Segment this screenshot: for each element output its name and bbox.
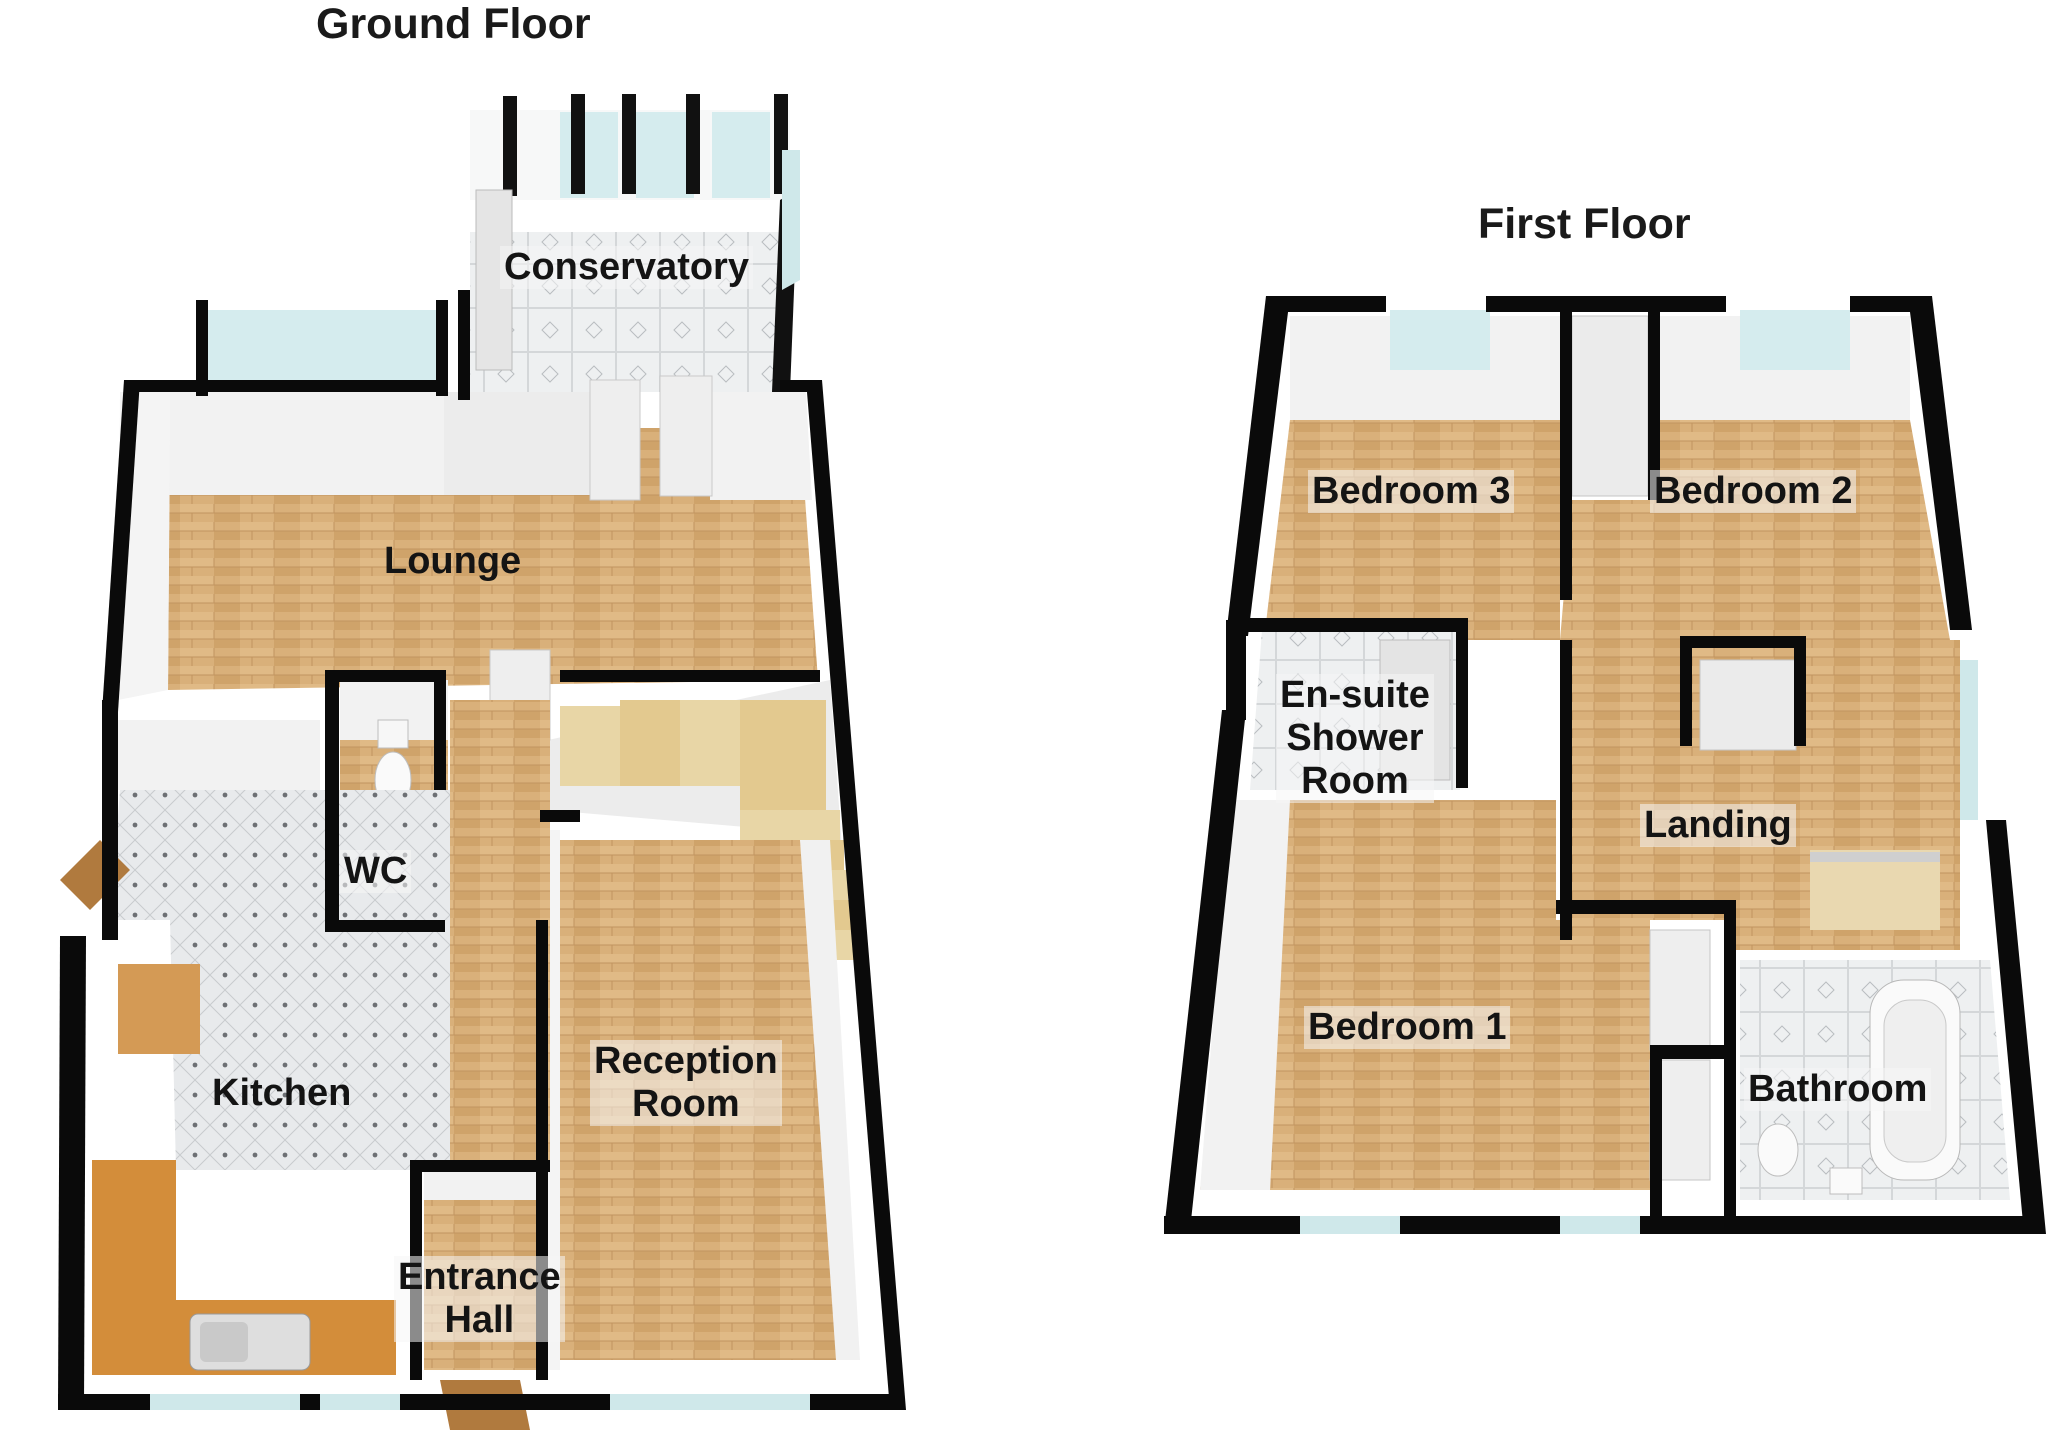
ensuite-label: En-suite Shower Room [1276, 674, 1434, 803]
landing-stair-well [1810, 850, 1940, 930]
first-floor-windows [1300, 660, 1978, 1234]
kitchen-worktop-island [118, 964, 200, 1054]
lounge-door-right-leaf [659, 375, 713, 497]
ensuite-label-line1: En-suite [1280, 674, 1430, 716]
conservatory-glass-panel [560, 112, 618, 198]
wc-label: WC [340, 850, 412, 893]
lounge-room [118, 310, 818, 700]
landing-cupboard [1699, 659, 1797, 751]
first-floor-title: First Floor [1478, 200, 1691, 248]
entrance-hall-label: Entrance Hall [394, 1256, 565, 1342]
reception-room-label: Reception Room [590, 1040, 782, 1126]
kitchen-worktop [92, 1160, 396, 1375]
bedroom-2-window [1740, 310, 1850, 370]
conservatory-glass-panel [636, 112, 694, 198]
ensuite-label-line2: Shower [1286, 717, 1424, 759]
bedroom-1-wardrobe [1649, 929, 1711, 1051]
lounge-door-left-leaf [589, 379, 641, 501]
entrance-hall-label-line1: Entrance [398, 1256, 561, 1298]
bedroom-1-label: Bedroom 1 [1304, 1006, 1511, 1049]
ground-hallway [450, 700, 550, 1170]
bedroom-3-window [1390, 310, 1490, 370]
landing-label: Landing [1640, 804, 1796, 847]
conservatory-glass-panel [712, 112, 770, 198]
reception-room-label-line1: Reception [594, 1040, 778, 1082]
entrance-hall-label-line2: Hall [444, 1299, 515, 1341]
kitchen-label: Kitchen [212, 1072, 352, 1114]
lounge-label: Lounge [384, 540, 522, 582]
bathroom-label: Bathroom [1744, 1068, 1932, 1111]
ground-floor-title: Ground Floor [316, 0, 591, 48]
ground-floor-windows [150, 1394, 810, 1410]
bedroom-3-label: Bedroom 3 [1308, 470, 1515, 513]
bedroom-2-wardrobe [1571, 315, 1649, 497]
landing-room [1560, 640, 1960, 950]
conservatory-room [470, 94, 800, 392]
basin-icon [1829, 1167, 1863, 1195]
reception-room-label-line2: Room [632, 1083, 740, 1125]
kitchen-room [60, 720, 540, 1375]
ground-floor [58, 94, 906, 1430]
ensuite-label-line3: Room [1301, 760, 1409, 802]
bedroom-2-label: Bedroom 2 [1650, 470, 1857, 513]
bathroom-toilet-icon [1757, 1123, 1799, 1177]
conservatory-label: Conservatory [500, 246, 753, 289]
